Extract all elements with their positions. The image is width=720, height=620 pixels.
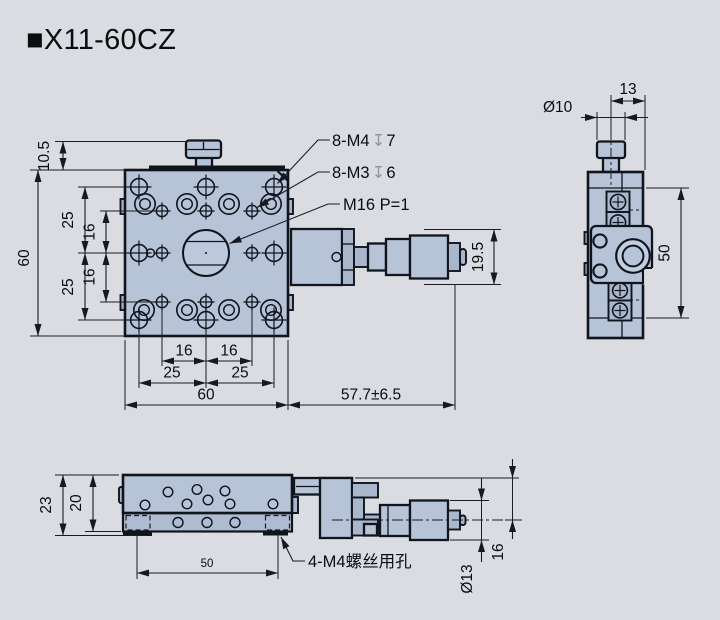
callout-8-m4-depth7: 8-M4↧7 [332,132,396,150]
dim-h25-right: 25 [231,365,248,382]
front-m16-center-thread [182,229,230,277]
dim-h16-left: 16 [175,343,192,360]
side-dimensions: 13 Ø10 50 [543,81,689,319]
front-dimensions-bottom: 16 16 25 25 60 57.7±6.5 [124,284,456,410]
front-dimension-bracket: 19.5 [424,229,501,285]
dim-plate-height: 60 [16,249,33,267]
dim-v25-upper: 25 [60,211,77,228]
bottom-dimensions-left: 23 20 [38,474,152,536]
dim-travel-length: 57.7±6.5 [341,387,401,404]
dim-v16-upper: 16 [82,223,99,240]
front-view: 8-M4↧7 8-M3↧6 M16 P=1 10.5 60 25 25 1 [16,132,501,410]
bottom-top-plate-holes [139,484,279,511]
dim-body-height: 50 [657,244,674,262]
dim-v25-lower: 25 [60,278,77,295]
dim-hole-span: 50 [201,558,214,570]
title-square-marker: ■ [26,24,44,56]
callout-8-m3-depth6: 8-M3↧6 [332,164,396,182]
bottom-dimension-dia13: Ø13 [450,478,489,594]
bottom-dimension-axis-height: 16 [355,459,519,561]
dim-bracket-height: 19.5 [470,242,487,272]
dim-axis-height: 16 [490,543,507,560]
bottom-hidden-m4-hole-right [264,514,291,531]
dim-knob-offset: 13 [619,81,636,98]
dim-v16-lower: 16 [82,268,99,285]
dim-plate-width: 60 [197,387,215,404]
dim-knob-height: 10.5 [36,141,53,171]
bottom-hidden-m4-hole-left [125,514,151,531]
drawing-title: ■X11-60CZ [26,24,176,57]
bottom-micrometer-bracket [292,476,383,540]
dim-h25-left: 25 [163,365,180,382]
dim-h16-right: 16 [220,343,237,360]
dim-stage-height: 20 [68,494,85,512]
callout-m16-thread: M16 P=1 [343,196,410,214]
dim-total-height: 23 [38,496,55,513]
front-callouts: 8-M4↧7 8-M3↧6 M16 P=1 [229,132,410,245]
callout-4-m4-screw-holes: 4-M4螺丝用孔 [308,552,412,571]
front-top-rail-strip [149,165,285,171]
front-m3-holes [145,202,261,311]
dim-thimble-diameter: Ø13 [459,564,476,593]
bottom-callout: 4-M4螺丝用孔 [280,536,412,571]
side-micrometer-mount-block [589,224,654,285]
bottom-top-plate [121,473,294,515]
front-dimensions-left: 10.5 60 25 25 16 16 [16,141,186,337]
bottom-base-plate-holes [125,514,291,531]
side-view: 13 Ø10 50 [543,81,689,340]
dim-knob-diameter: Ø10 [543,99,573,116]
title-model-number: X11-60CZ [43,24,177,56]
bottom-dimension-span: 50 [136,533,279,579]
front-micrometer-head [289,227,467,287]
front-m4-holes [126,174,287,333]
bottom-view: 23 20 50 4-M4螺丝用孔 Ø13 [38,459,522,594]
